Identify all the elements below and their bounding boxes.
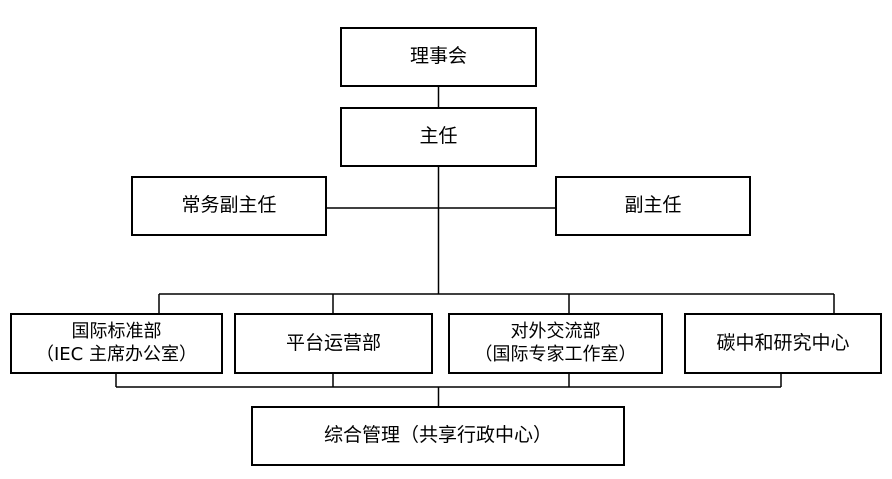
general-admin-label: 综合管理（共享行政中心） (323, 424, 552, 447)
external-exchange-dept-label: 对外交流部 (510, 321, 601, 342)
external-exchange-dept-box: 对外交流部 （国际专家工作室） (448, 313, 663, 374)
platform-operations-dept-label: 平台运营部 (285, 331, 381, 354)
iec-chair-office-label: （IEC 主席办公室） (36, 343, 197, 365)
director-box: 主任 (340, 107, 537, 167)
general-admin-box: 综合管理（共享行政中心） (251, 406, 625, 466)
carbon-neutrality-center-box: 碳中和研究中心 (684, 313, 882, 374)
executive-deputy-label: 常务副主任 (181, 194, 277, 217)
carbon-neutrality-center-label: 碳中和研究中心 (716, 331, 850, 354)
deputy-label: 副主任 (624, 194, 682, 217)
international-standards-dept-box: 国际标准部 （IEC 主席办公室） (10, 313, 223, 374)
council-label: 理事会 (409, 45, 467, 68)
executive-deputy-box: 常务副主任 (131, 176, 327, 236)
council-box: 理事会 (340, 27, 537, 87)
deputy-box: 副主任 (555, 176, 751, 236)
international-expert-studio-label: （国际专家工作室） (474, 343, 637, 365)
director-label: 主任 (419, 125, 458, 148)
international-standards-dept-label: 国际标准部 (71, 321, 162, 342)
platform-operations-dept-box: 平台运营部 (234, 313, 433, 374)
